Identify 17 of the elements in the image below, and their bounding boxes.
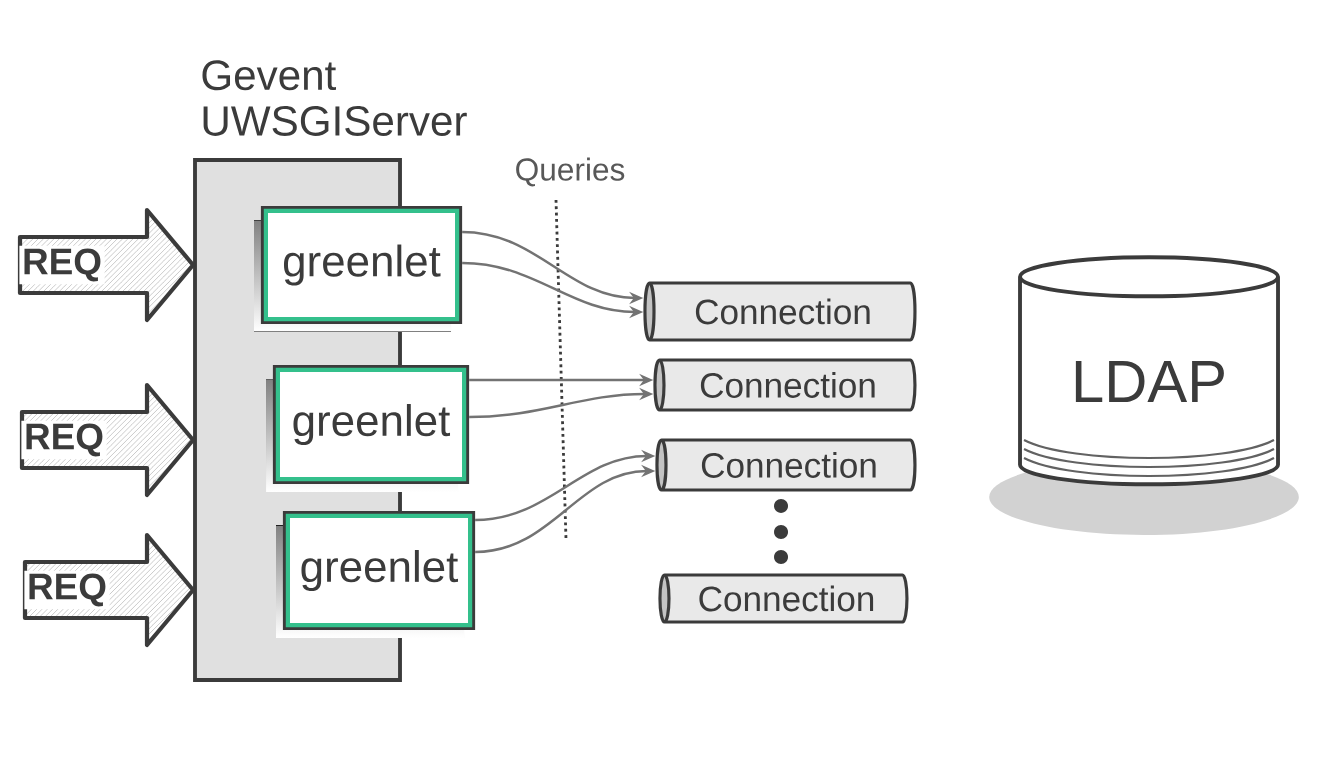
greenlet-box: greenlet — [276, 510, 476, 638]
node-label: LDAP — [1075, 360, 1224, 403]
greenlet-box: greenlet — [266, 364, 470, 492]
request-arrow — [22, 532, 196, 648]
request-arrow — [17, 207, 196, 323]
server-title: Gevent UWSGIServer — [202, 60, 467, 136]
database-cylinder: LDAP — [989, 255, 1299, 535]
connection-cylinder: Connection — [658, 573, 909, 624]
request-arrow — [19, 382, 196, 498]
edge-label: REQ — [24, 570, 110, 610]
edge-label: REQ — [19, 245, 105, 285]
connection-cylinder: Connection — [655, 438, 917, 492]
greenlet-box: greenlet — [254, 205, 463, 332]
edge-label: REQ — [21, 420, 107, 460]
connection-cylinder: Connection — [653, 358, 917, 412]
connection-cylinder: Connection — [643, 281, 917, 342]
divider-label: Queries — [516, 157, 625, 187]
